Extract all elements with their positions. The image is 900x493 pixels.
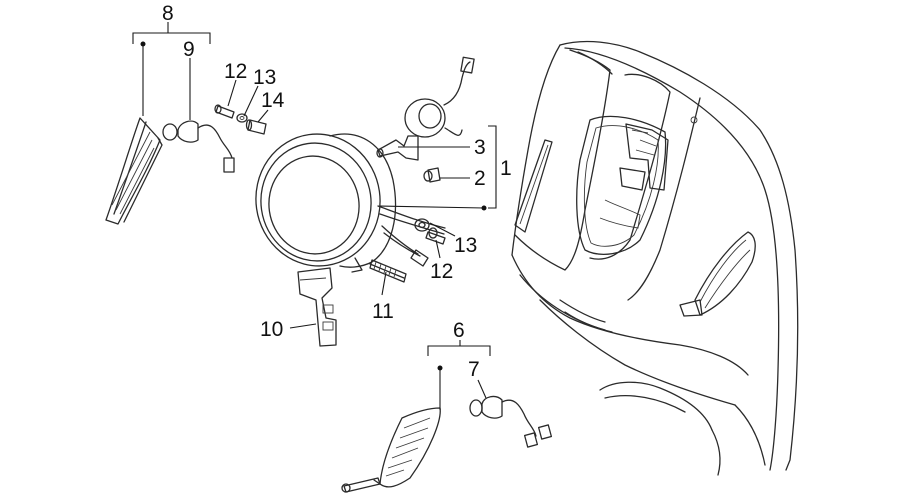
leader-lines: [132, 22, 497, 410]
long-screw: [369, 259, 407, 283]
turn-signal-lower: [341, 395, 553, 493]
bulb-set: [376, 56, 475, 183]
callout-2: 2: [474, 167, 486, 190]
headlamp-bracket: [297, 267, 337, 347]
headlamp-assembly: [255, 133, 446, 273]
callout-11: 11: [372, 300, 394, 323]
screw-washer-upper: [214, 104, 267, 135]
callout-3: 3: [474, 136, 486, 159]
callout-6: 6: [453, 319, 465, 342]
front-shield: [511, 40, 799, 476]
callout-8: 8: [162, 2, 174, 25]
callout-7: 7: [468, 358, 480, 381]
callout-13-lower: 13: [454, 234, 477, 257]
screw-washer-lower: [414, 218, 446, 245]
callout-12-lower: 12: [430, 260, 453, 283]
callout-12-upper: 12: [224, 60, 247, 83]
callout-labels: 8 9 12 13 14 3 2 1 13 12 11 10 6 7: [162, 2, 512, 381]
callout-10: 10: [260, 318, 283, 341]
callout-1: 1: [500, 157, 512, 180]
callout-13-upper: 13: [253, 66, 276, 89]
turn-signal-upper: [105, 117, 235, 225]
callout-9: 9: [183, 38, 195, 61]
callout-14: 14: [261, 89, 285, 112]
